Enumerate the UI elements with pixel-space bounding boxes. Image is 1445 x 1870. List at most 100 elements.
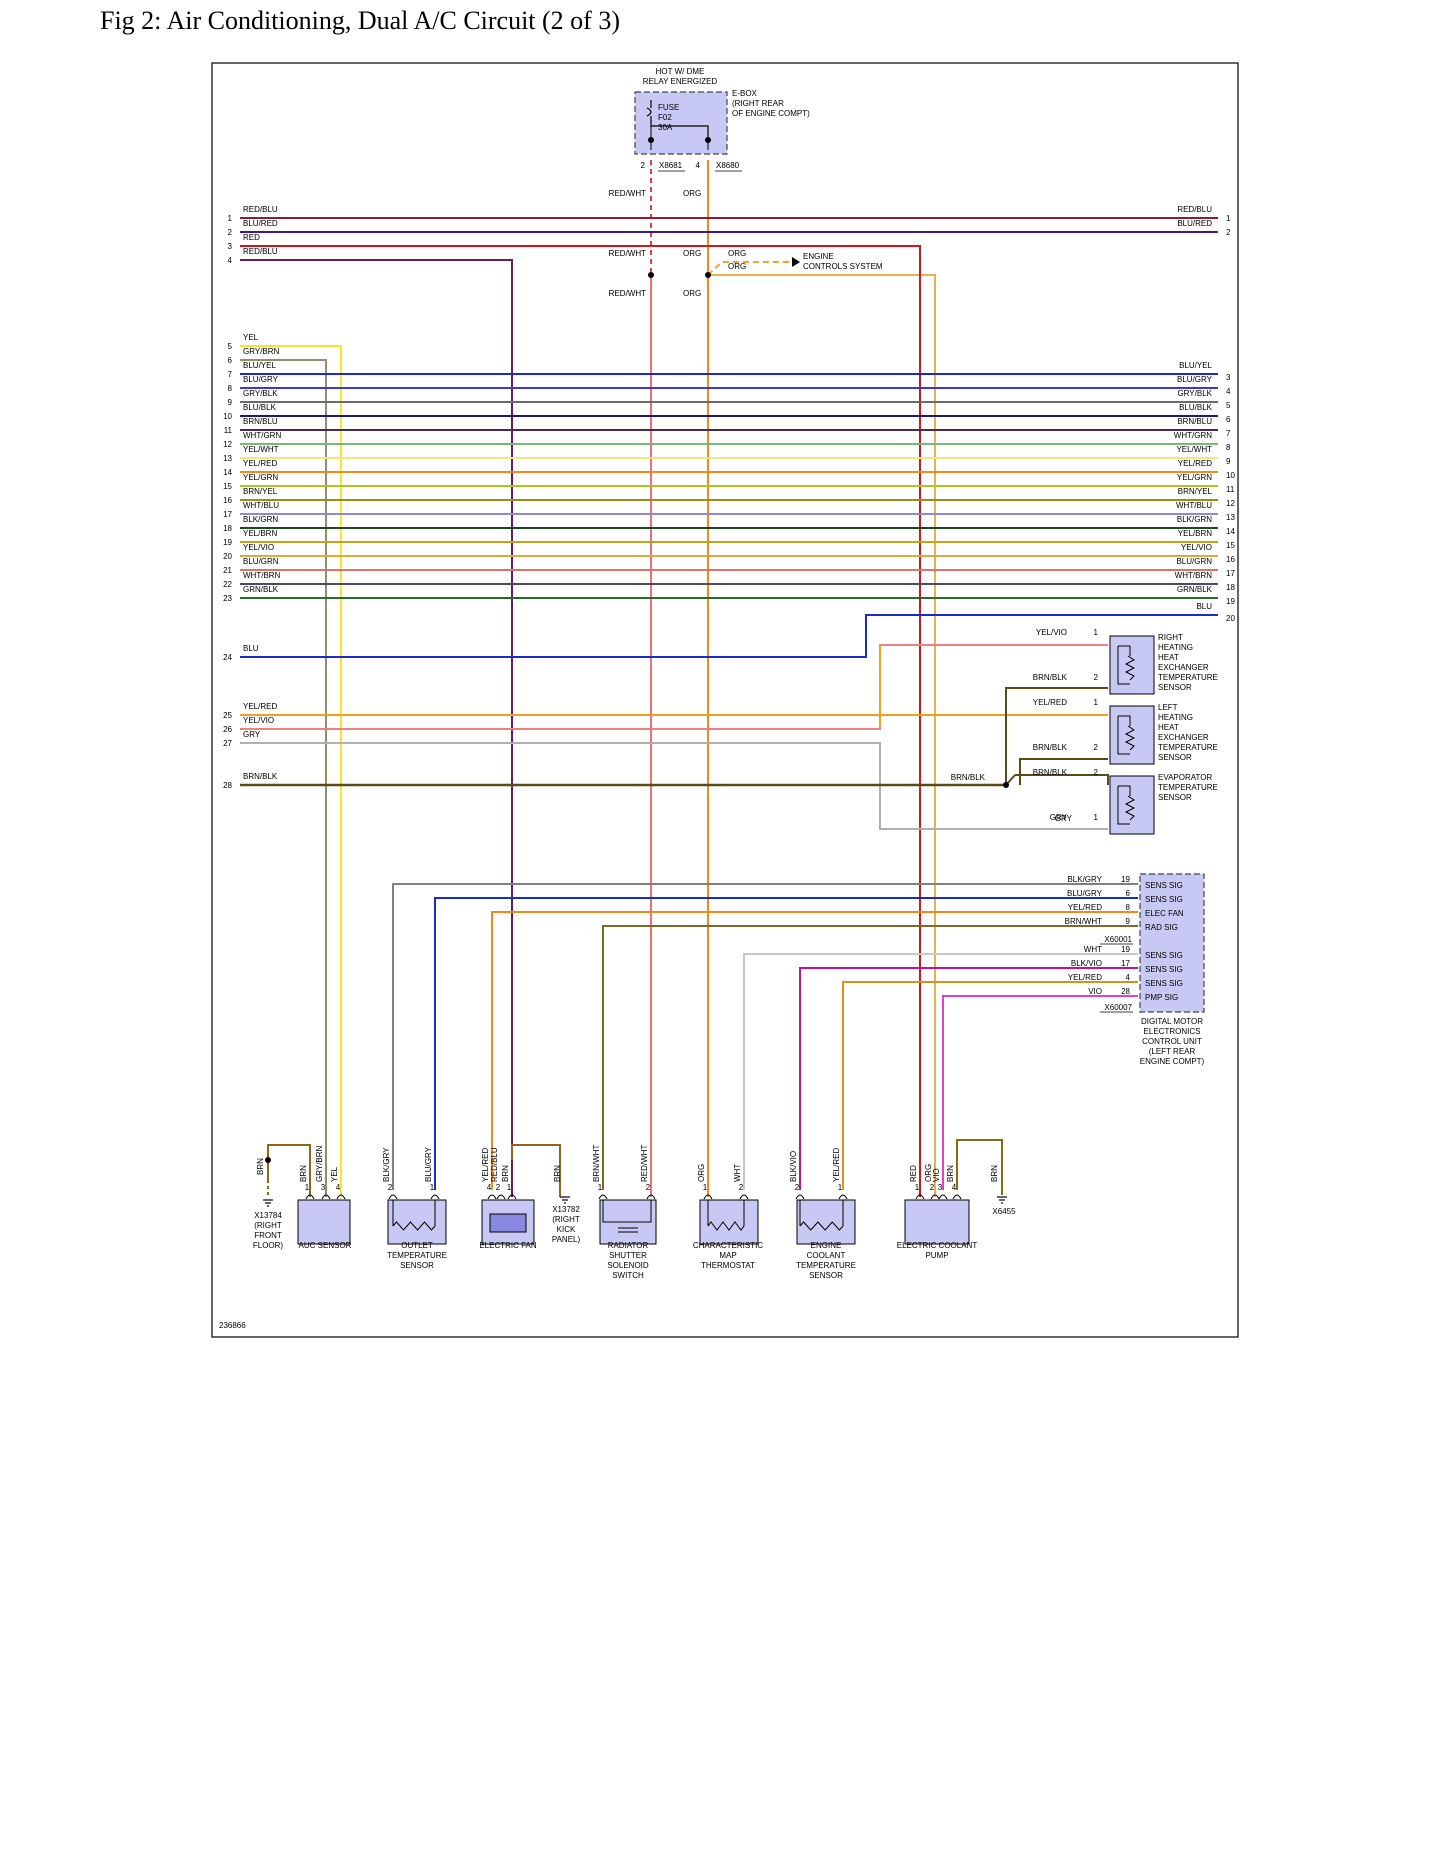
wire-label: GRY — [243, 730, 261, 739]
ground-name: X6455 — [992, 1207, 1016, 1216]
dme-wire — [743, 953, 1138, 1190]
connector-id: X8681 — [659, 161, 683, 170]
wire-label: BRN/WHT — [592, 1145, 601, 1182]
wire-number: 6 — [228, 356, 233, 365]
wire-label: GRY — [1050, 813, 1068, 822]
wire-label: BRN/BLU — [243, 417, 278, 426]
fan-motor-icon — [489, 1213, 527, 1233]
wire-label: GRN/BLK — [1177, 585, 1213, 594]
wire-label: ORG — [697, 1164, 706, 1182]
hot-label: HOT W/ DME — [656, 67, 705, 76]
wire-label: BLU/GRY — [1177, 375, 1213, 384]
wire-label: BLU/BLK — [1179, 403, 1213, 412]
pin-number: 1 — [305, 1183, 310, 1192]
connector-pin-icon — [305, 1194, 315, 1200]
engine-controls-label: CONTROLS SYSTEM — [803, 262, 883, 271]
pin-number: 1 — [703, 1183, 708, 1192]
fuse-label: F02 — [658, 113, 672, 122]
outlet-temperature-sensor-name: SENSOR — [400, 1261, 434, 1270]
wire-label: YEL/RED — [481, 1148, 490, 1182]
connector-pin-icon — [487, 1194, 497, 1200]
org-wire-pump — [708, 274, 936, 1197]
wire-label: BRN/BLK — [1033, 743, 1068, 752]
wire-label: BLU — [243, 644, 259, 653]
wire-number: 1 — [228, 214, 233, 223]
sensor-name: TEMPERATURE — [1158, 743, 1218, 752]
connector-pin-icon — [915, 1194, 925, 1200]
connector-pin-icon — [952, 1194, 962, 1200]
wire-label: YEL/RED — [1068, 973, 1102, 982]
pin-number: 2 — [1094, 743, 1099, 752]
fuse-label: 30A — [658, 123, 673, 132]
pin-number: 4 — [696, 161, 701, 170]
dme-name: (LEFT REAR — [1149, 1047, 1196, 1056]
thermistor-icon — [1124, 725, 1136, 751]
wire-label: YEL/RED — [1068, 903, 1102, 912]
diagram-frame — [211, 62, 1239, 1338]
characteristic-map-thermostat-name: CHARACTERISTIC — [693, 1241, 763, 1250]
wire-brn-blk — [1019, 758, 1108, 785]
wire-number: 5 — [228, 342, 233, 351]
dme-wire — [491, 911, 1138, 1190]
wire-number: 17 — [1226, 569, 1235, 578]
wire-label: ORG — [728, 249, 746, 258]
wire-label: BLU/RED — [1177, 219, 1212, 228]
dme-signal-label: SENS SIG — [1145, 881, 1183, 890]
wire-label: BRN/YEL — [1178, 487, 1213, 496]
connector-pin-icon — [507, 1194, 517, 1200]
wire-number: 19 — [223, 538, 232, 547]
sensor-name: HEATING — [1158, 713, 1193, 722]
connector-pin-icon — [938, 1194, 948, 1200]
sensor-wiring — [1117, 645, 1131, 685]
connector-id: X8680 — [716, 161, 740, 170]
pin-number: 4 — [952, 1183, 957, 1192]
engine-controls-label: ENGINE — [803, 252, 834, 261]
wire-label: RED/BLU — [490, 1147, 499, 1182]
hot-label: RELAY ENERGIZED — [643, 77, 718, 86]
dme-wire — [942, 995, 1138, 1190]
wire-label: YEL/BRN — [1178, 529, 1212, 538]
pin-number: 1 — [507, 1183, 512, 1192]
wire-number: 21 — [223, 566, 232, 575]
pin-number: 3 — [321, 1183, 326, 1192]
engine-coolant-temperature-sensor-name: SENSOR — [809, 1271, 843, 1280]
wire-number: 16 — [1226, 555, 1235, 564]
wire-label: YEL — [330, 1166, 339, 1182]
outlet-temperature-sensor-name: OUTLET — [401, 1241, 433, 1250]
temperature-sensor — [1109, 705, 1155, 765]
connector-pin-icon — [646, 1194, 656, 1200]
dme-name: CONTROL UNIT — [1142, 1037, 1202, 1046]
wire-number: 28 — [223, 781, 232, 790]
connector-pin-icon — [930, 1194, 940, 1200]
wire-label: GRY/BRN — [315, 1145, 324, 1182]
wire-label: BLU — [1196, 602, 1212, 611]
connector-pin-icon — [598, 1194, 608, 1200]
wire-label: BLU/BLK — [243, 403, 277, 412]
dme-signal-label: SENS SIG — [1145, 951, 1183, 960]
wire-number: 23 — [223, 594, 232, 603]
pin-number: 6 — [1126, 889, 1131, 898]
wire-number: 2 — [1226, 228, 1231, 237]
splice-dot — [1003, 782, 1009, 788]
radiator-shutter-solenoid-name: RADIATOR — [608, 1241, 649, 1250]
thermistor-icon — [707, 1221, 745, 1231]
wire-label: BLK/VIO — [789, 1151, 798, 1182]
wire-label: BRN — [501, 1165, 510, 1182]
org-to-engine-controls — [707, 261, 790, 276]
wire-number: 18 — [1226, 583, 1235, 592]
pin-number: 2 — [388, 1183, 393, 1192]
wire-number: 1 — [1226, 214, 1231, 223]
wire-label: BRN — [990, 1165, 999, 1182]
wire-label: BRN — [553, 1165, 562, 1182]
wire-number: 20 — [223, 552, 232, 561]
sensor-wiring — [1117, 785, 1131, 825]
sensor-name: SENSOR — [1158, 753, 1192, 762]
wire-label: BLU/GRY — [424, 1146, 433, 1182]
pin-number: 2 — [930, 1183, 935, 1192]
sensor-wiring — [1117, 715, 1131, 755]
wire-label: RED/BLU — [243, 205, 278, 214]
pin-number: 1 — [1094, 698, 1099, 707]
wire-label: YEL/VIO — [1036, 628, 1067, 637]
pin-number: 1 — [838, 1183, 843, 1192]
wire-label: YEL/BRN — [243, 529, 277, 538]
